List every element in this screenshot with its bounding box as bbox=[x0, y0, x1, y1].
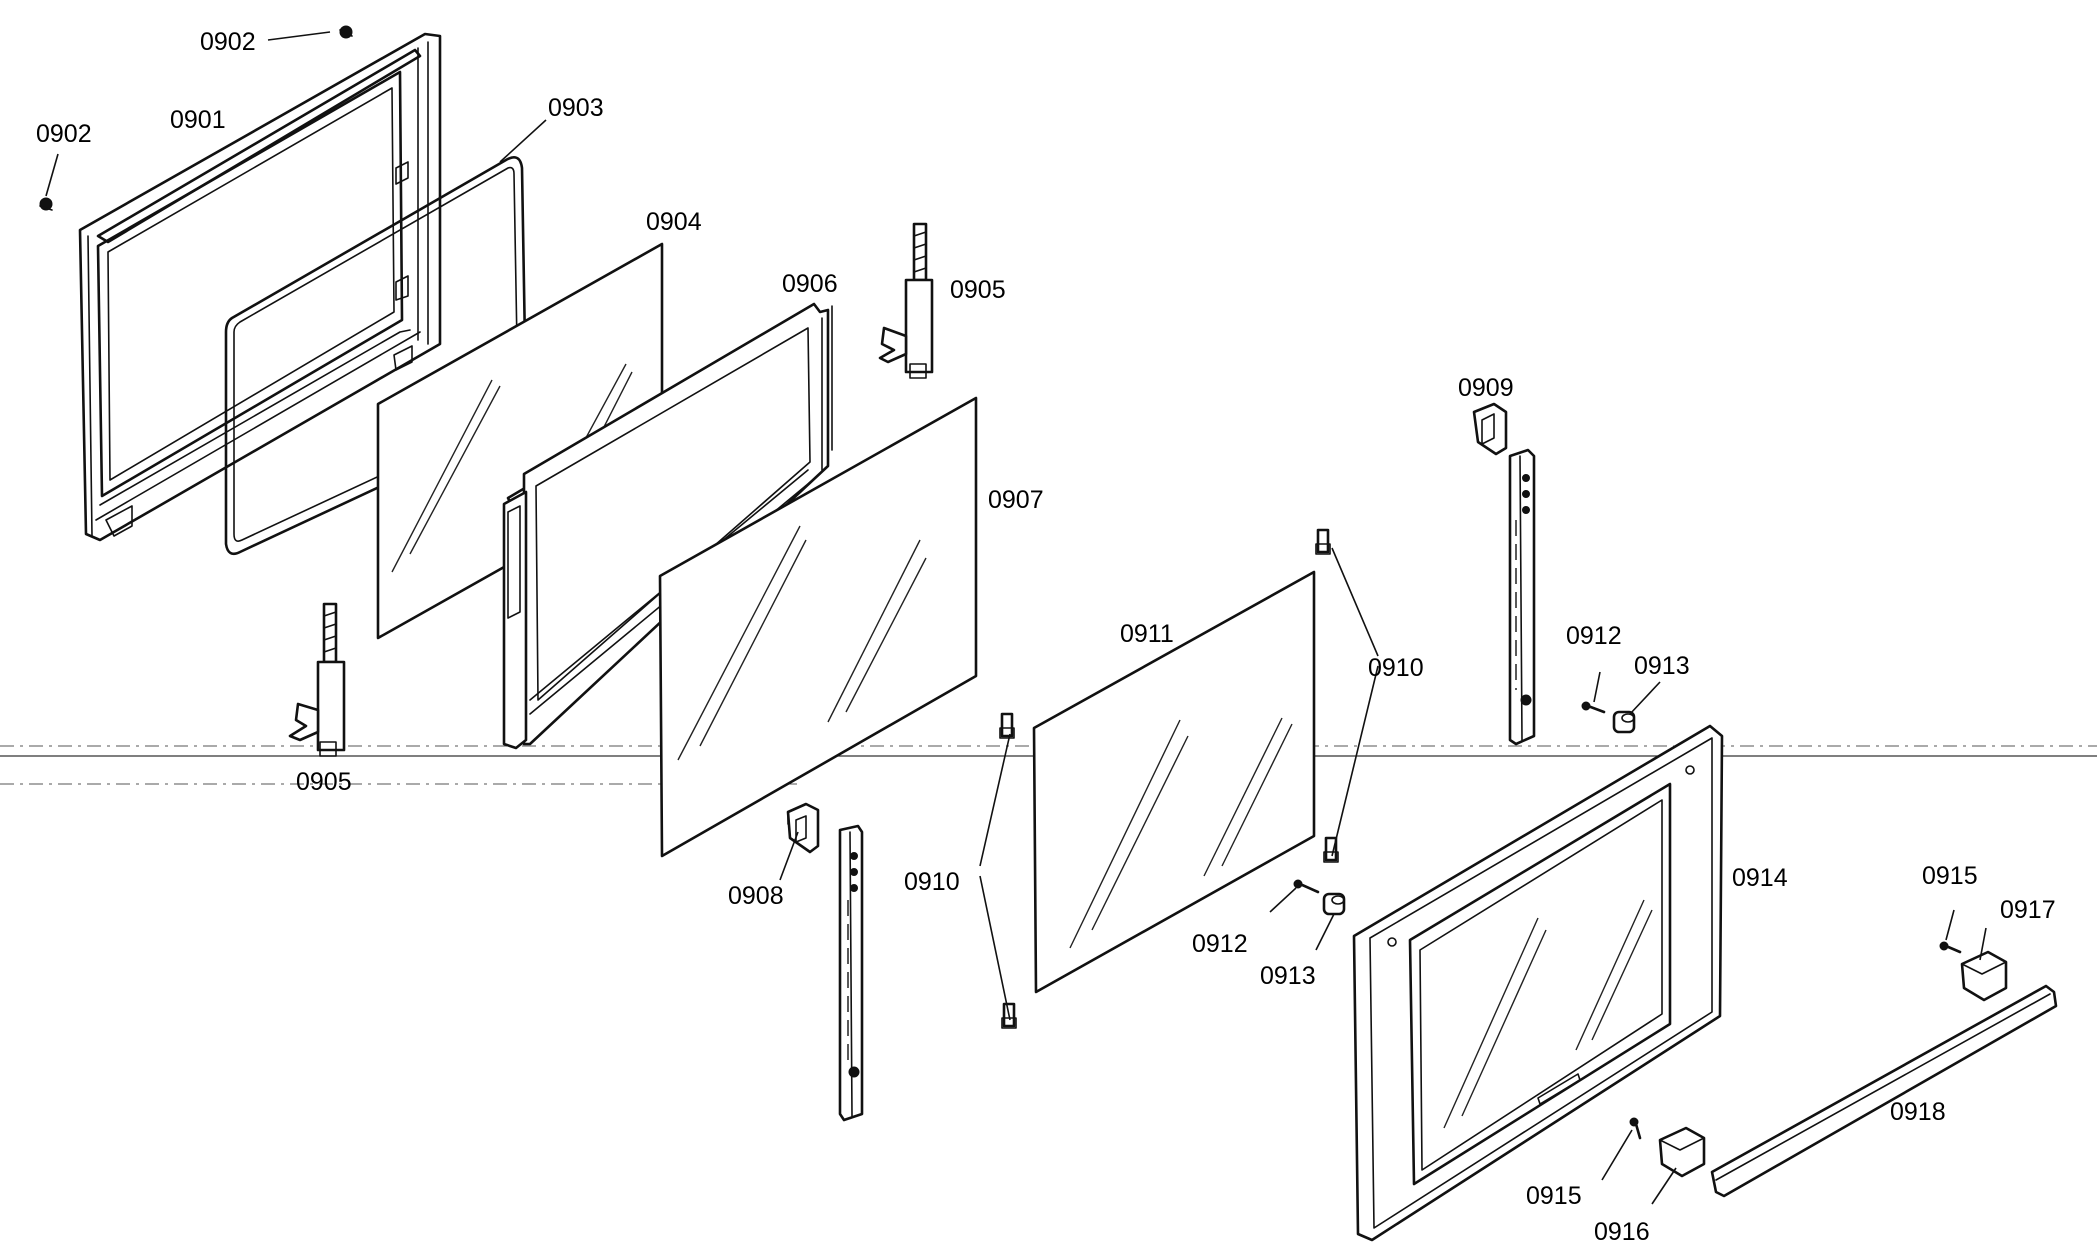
part-0905-hinge-bottom bbox=[288, 602, 346, 757]
callout-0912-upper: 0912 bbox=[1566, 622, 1622, 650]
callout-0913-lower: 0913 bbox=[1260, 962, 1316, 990]
callout-0910-left: 0910 bbox=[904, 868, 960, 896]
callout-0903: 0903 bbox=[548, 94, 604, 122]
callout-0904: 0904 bbox=[646, 208, 702, 236]
part-0917-end-cap bbox=[1960, 950, 2008, 1002]
part-0911-glass bbox=[1032, 570, 1316, 994]
callout-0905-bottom: 0905 bbox=[296, 768, 352, 796]
callout-0908: 0908 bbox=[728, 882, 784, 910]
part-0902-screw-left bbox=[39, 197, 53, 211]
callout-0907: 0907 bbox=[988, 486, 1044, 514]
part-0915-screw-bottom bbox=[1629, 1117, 1642, 1140]
callout-0912-lower: 0912 bbox=[1192, 930, 1248, 958]
part-0912-screw-lower bbox=[1293, 879, 1320, 894]
callout-0916: 0916 bbox=[1594, 1218, 1650, 1246]
rail-left bbox=[838, 824, 864, 1122]
callout-0911: 0911 bbox=[1120, 620, 1174, 648]
part-0910-clip-mid-right bbox=[1323, 836, 1339, 863]
callout-0917: 0917 bbox=[2000, 896, 2056, 924]
callout-0910-right: 0910 bbox=[1368, 654, 1424, 682]
part-0910-clip-top-left bbox=[999, 712, 1015, 739]
callout-0902-top: 0902 bbox=[200, 28, 256, 56]
part-0914-outer-panel bbox=[1352, 724, 1724, 1242]
callout-0906: 0906 bbox=[782, 270, 838, 298]
part-0906-bracket-frame bbox=[502, 302, 833, 750]
part-0916-end-cap bbox=[1658, 1126, 1706, 1178]
part-0910-clip-top-right bbox=[1315, 528, 1331, 555]
callout-0902-left: 0902 bbox=[36, 120, 92, 148]
callout-0913-upper: 0913 bbox=[1634, 652, 1690, 680]
part-0907-glass bbox=[658, 396, 978, 858]
callout-0915-bottom: 0915 bbox=[1526, 1182, 1582, 1210]
callout-0918: 0918 bbox=[1890, 1098, 1946, 1126]
callout-0909: 0909 bbox=[1458, 374, 1514, 402]
callout-0914: 0914 bbox=[1732, 864, 1788, 892]
part-0902-screw-top bbox=[339, 25, 353, 39]
callout-0905-top: 0905 bbox=[950, 276, 1006, 304]
callout-labels: 0902 0902 0901 0903 0904 0906 0905 0905 … bbox=[36, 28, 2056, 1246]
part-0918-handle-bar bbox=[1710, 984, 2058, 1198]
rail-right bbox=[1508, 448, 1536, 746]
part-0912-screw-upper bbox=[1581, 701, 1606, 714]
part-0913-sleeve-upper bbox=[1612, 710, 1636, 734]
part-0909-bracket bbox=[1472, 402, 1508, 456]
part-0913-sleeve-lower bbox=[1322, 892, 1346, 916]
callout-0901: 0901 bbox=[170, 106, 226, 134]
part-0901-inner-frame bbox=[78, 32, 442, 542]
part-0905-hinge-top bbox=[878, 222, 934, 379]
callout-0915-right: 0915 bbox=[1922, 862, 1978, 890]
leader-lines bbox=[45, 31, 1987, 1205]
part-0915-screw-right bbox=[1939, 941, 1962, 954]
